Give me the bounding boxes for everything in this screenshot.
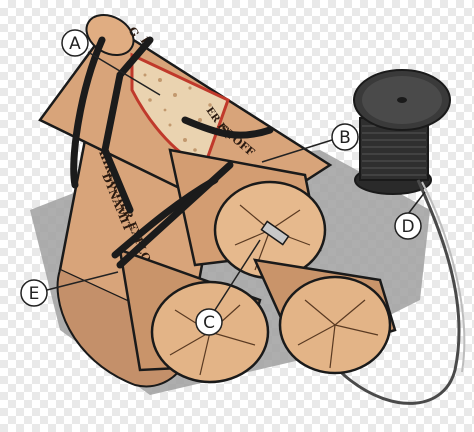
detonator-cap <box>260 220 290 246</box>
label-e: E <box>29 284 40 304</box>
binding-straps <box>70 36 274 269</box>
wire-spool-icon <box>353 69 451 195</box>
label-a: A <box>69 34 81 54</box>
callout-d: D <box>394 191 426 240</box>
dynamite-stick-front-right <box>252 258 397 375</box>
callout-c: C <box>195 239 261 336</box>
label-b: B <box>339 128 351 148</box>
label-d: D <box>401 217 414 237</box>
callout-e: E <box>20 271 119 307</box>
label-c: C <box>203 313 215 333</box>
dynamite-stick-front-left <box>118 248 270 384</box>
callout-a: A <box>61 29 161 96</box>
fuse-wire-2 <box>421 181 466 373</box>
callout-b: B <box>261 123 359 163</box>
dynamite-stick-front-top <box>168 148 327 280</box>
